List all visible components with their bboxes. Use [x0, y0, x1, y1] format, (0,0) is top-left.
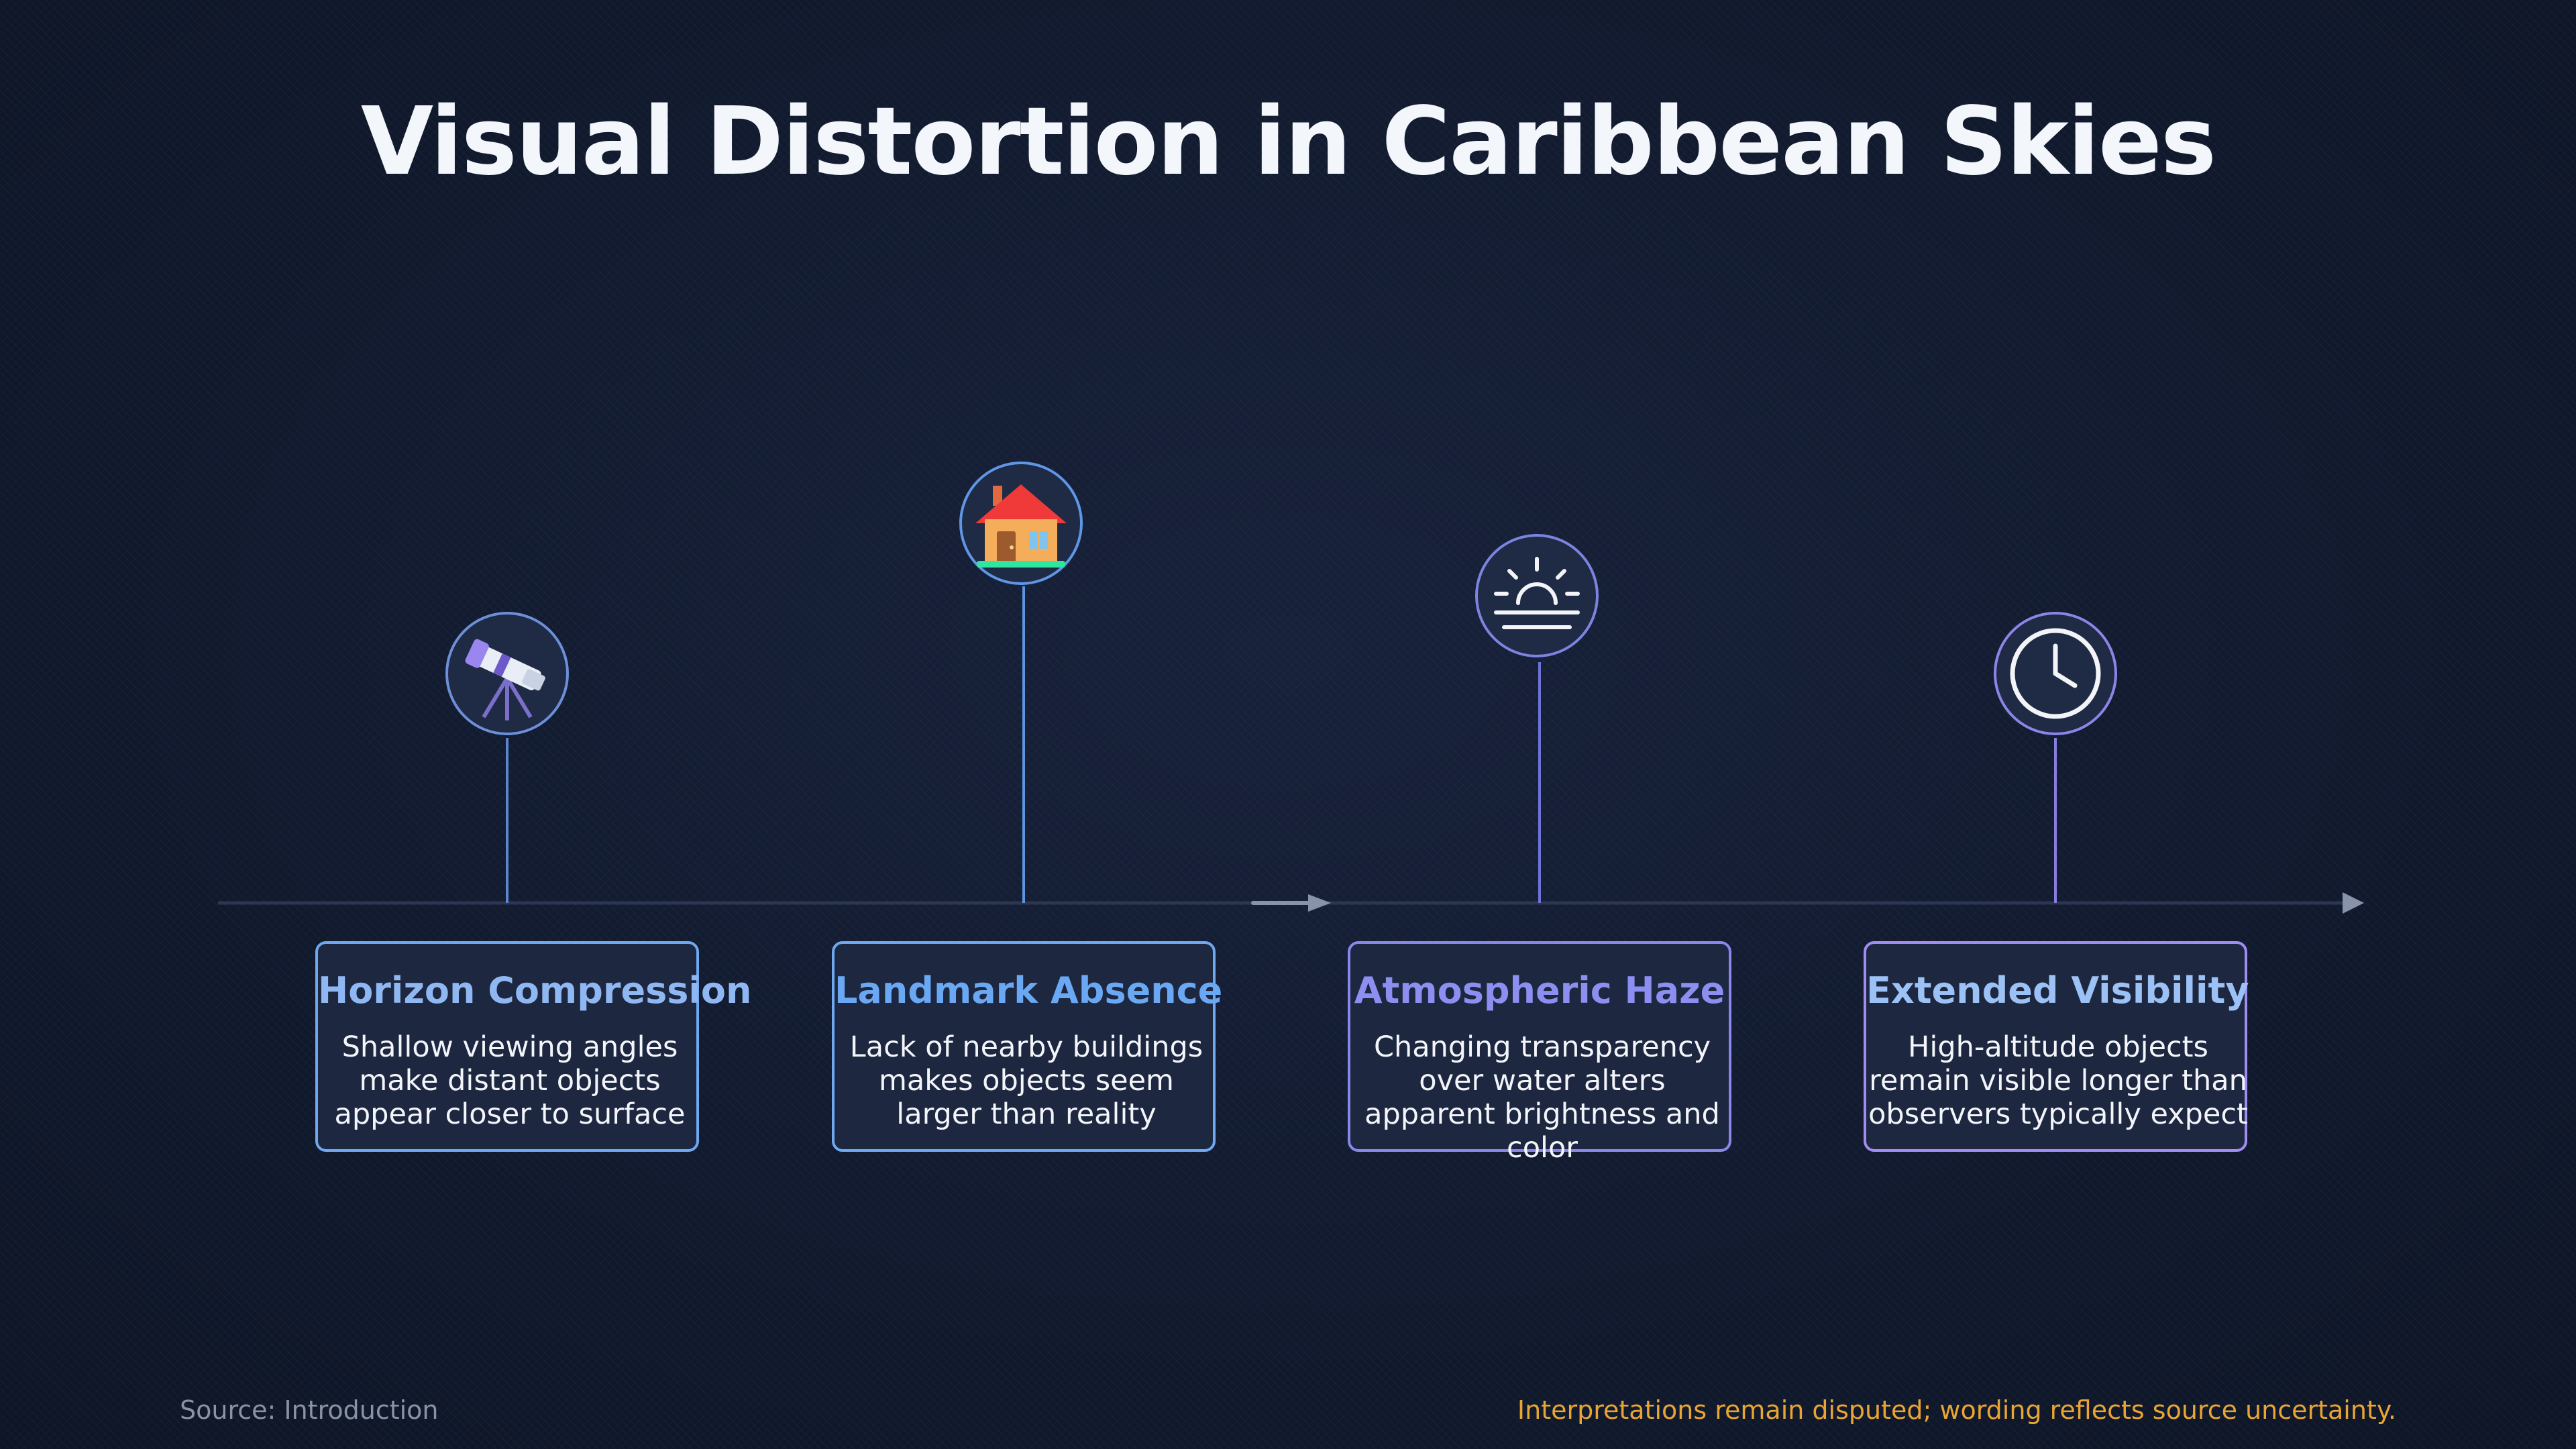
- stage-description: High-altitude objects remain visible lon…: [1868, 1030, 2248, 1131]
- stage-2-icon-circle: [959, 462, 1083, 585]
- stage-card-landmark-absence: Landmark Absence Lack of nearby building…: [832, 941, 1223, 1152]
- stage-description: Changing transparency over water alters …: [1364, 1030, 1720, 1165]
- stage-title: Atmospheric Haze: [1354, 969, 1725, 1012]
- stage-card-atmospheric-haze: Atmospheric Haze Changing transparency o…: [1348, 941, 1731, 1165]
- sunrise-icon: [1494, 557, 1580, 629]
- stage-card-extended-visibility: Extended Visibility High-altitude object…: [1864, 941, 2249, 1152]
- timeline-mid-arrow-head: [1308, 894, 1331, 912]
- stage-1-icon-circle: [445, 612, 569, 735]
- stage-description: Shallow viewing angles make distant obje…: [334, 1030, 686, 1131]
- timeline-end-arrow: [2343, 892, 2364, 914]
- stage-title: Landmark Absence: [835, 969, 1223, 1012]
- disclaimer-note: Interpretations remain disputed; wording…: [1517, 1395, 2396, 1425]
- telescope-icon: [465, 639, 545, 720]
- stage-title: Extended Visibility: [1866, 969, 2249, 1012]
- clock-icon: [2010, 628, 2101, 719]
- stage-description: Lack of nearby buildings makes objects s…: [849, 1030, 1203, 1131]
- page-title: Visual Distortion in Caribbean Skies: [360, 87, 2216, 197]
- stage-title: Horizon Compression: [318, 969, 752, 1012]
- source-note: Source: Introduction: [180, 1395, 439, 1425]
- house-icon: [975, 484, 1067, 568]
- stage-card-horizon-compression: Horizon Compression Shallow viewing angl…: [315, 941, 752, 1152]
- stage-4-icon-circle: [1994, 612, 2117, 735]
- stage-3-icon-circle: [1475, 534, 1599, 657]
